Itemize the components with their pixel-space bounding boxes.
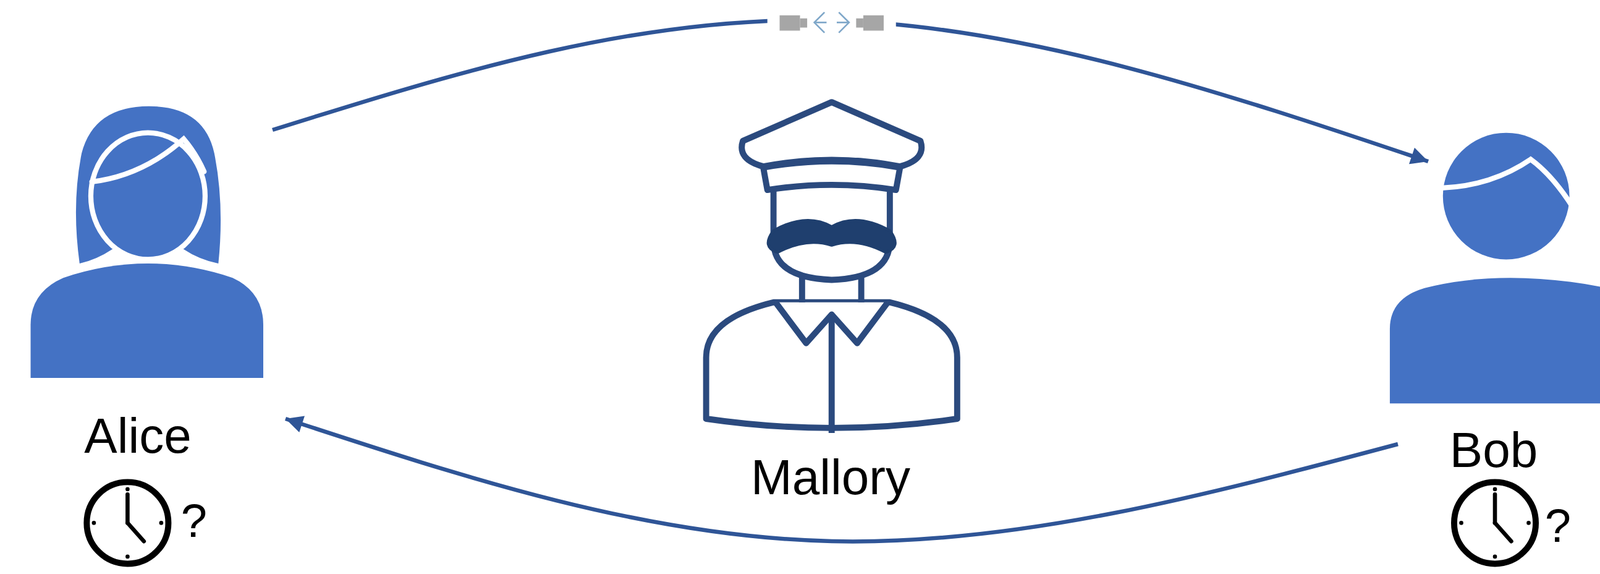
person-name: Alice bbox=[84, 410, 191, 461]
clock-question-mark: ? bbox=[1544, 501, 1571, 549]
broken-cable-icon bbox=[767, 4, 897, 39]
alice-person: Alice bbox=[21, 105, 254, 461]
bob-person: Bob bbox=[1433, 122, 1554, 475]
bob-figure bbox=[1389, 132, 1600, 404]
clock-question-mark: ? bbox=[181, 496, 208, 544]
mallory-person: Mallory bbox=[703, 101, 958, 502]
person-name: Mallory bbox=[750, 452, 911, 502]
clock-icon bbox=[86, 481, 169, 563]
person-name: Bob bbox=[1449, 425, 1538, 475]
alice-figure bbox=[30, 106, 264, 378]
mallory-figure bbox=[706, 101, 958, 433]
message-arrow bbox=[285, 418, 1398, 541]
clock-icon bbox=[1454, 481, 1536, 563]
